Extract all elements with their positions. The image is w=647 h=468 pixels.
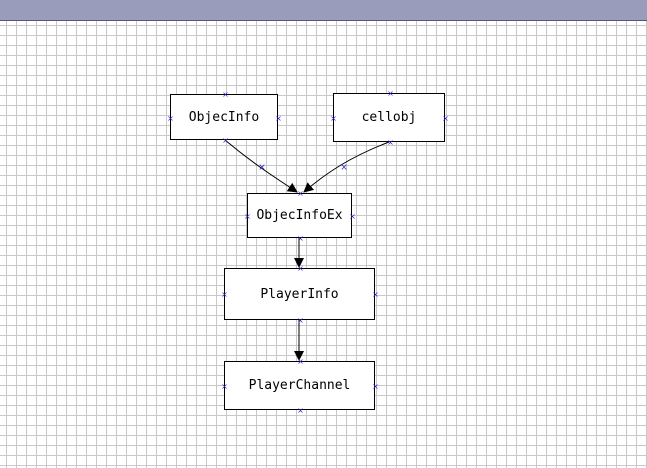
port-marker <box>221 383 228 390</box>
port-marker <box>297 235 304 242</box>
port-marker <box>297 317 304 324</box>
port-marker <box>372 383 379 390</box>
edge-marker: × <box>258 163 266 173</box>
port-marker <box>387 139 394 146</box>
edge-marker: × <box>340 163 348 173</box>
port-marker <box>222 137 229 144</box>
edge-cellobj-to-objecinfoex[interactable] <box>303 141 390 193</box>
node-label: PlayerInfo <box>260 286 339 302</box>
node-objecinfoex[interactable]: ObjecInfoEx <box>247 193 352 238</box>
port-marker <box>372 291 379 298</box>
port-marker <box>275 115 282 122</box>
port-marker <box>297 358 304 365</box>
node-label: ObjecInfo <box>188 109 260 125</box>
node-label: PlayerChannel <box>248 378 351 393</box>
title-bar[interactable] <box>0 0 647 21</box>
node-playerchannel[interactable]: PlayerChannel <box>224 361 375 410</box>
node-label: cellobj <box>361 110 417 125</box>
port-marker <box>221 291 228 298</box>
edge-objecinfo-to-objecinfoex[interactable] <box>224 139 298 193</box>
port-marker <box>222 91 229 98</box>
node-playerinfo[interactable]: PlayerInfo <box>224 268 375 320</box>
port-marker <box>349 213 356 220</box>
port-marker <box>244 213 251 220</box>
node-label: ObjecInfoEx <box>256 208 343 223</box>
port-marker <box>330 115 337 122</box>
port-marker <box>297 407 304 414</box>
diagram-canvas[interactable]: × × ObjecInfo cellobj ObjecInfoEx <box>0 21 647 468</box>
port-marker <box>442 115 449 122</box>
node-cellobj[interactable]: cellobj <box>333 93 445 142</box>
node-objecinfo[interactable]: ObjecInfo <box>170 94 278 140</box>
port-marker <box>387 90 394 97</box>
port-marker <box>167 115 174 122</box>
port-marker <box>297 190 304 197</box>
port-marker <box>297 265 304 272</box>
